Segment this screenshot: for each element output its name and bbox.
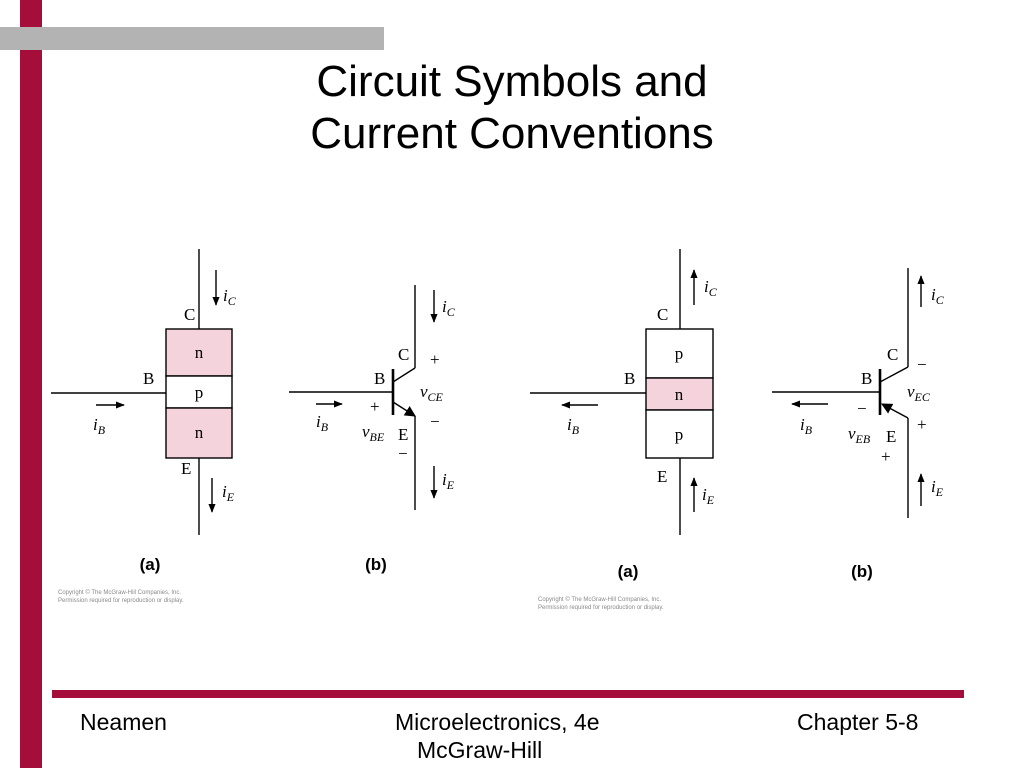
pnp-symbol-ic-label: iC bbox=[931, 285, 945, 307]
npn-symbol-plus-ce: + bbox=[430, 350, 440, 369]
pnp-symbol-plus-eb: + bbox=[881, 447, 891, 466]
npn-layer-middle bbox=[165, 375, 233, 409]
npn-symbol bbox=[289, 285, 438, 510]
transistor-diagrams: C B E n p n iC iB iE (a) C B E + − + − i… bbox=[51, 249, 945, 581]
pnp-copyright-line-2: Permission required for reproduction or … bbox=[538, 605, 664, 611]
npn-ie-label: iE bbox=[222, 482, 235, 504]
footer-publisher: McGraw-Hill bbox=[417, 737, 543, 763]
pnp-ib-label: iB bbox=[567, 415, 580, 437]
npn-symbol-ib-label: iB bbox=[316, 412, 329, 434]
npn-symbol-ie-label: iE bbox=[442, 470, 455, 492]
title-line-2: Current Conventions bbox=[310, 109, 714, 158]
pnp-layer-bottom-label: p bbox=[675, 425, 684, 444]
pnp-caption-a: (a) bbox=[618, 562, 639, 581]
npn-layer-middle-label: p bbox=[195, 383, 204, 402]
npn-symbol-minus-be: − bbox=[398, 444, 408, 463]
pnp-symbol-veb-label: vEB bbox=[848, 424, 871, 446]
npn-layer-bottom-label: n bbox=[195, 423, 204, 442]
npn-symbol-minus-ce: − bbox=[430, 412, 440, 431]
pnp-symbol-collector-diag bbox=[879, 366, 909, 383]
pnp-symbol-ie-label: iE bbox=[931, 477, 944, 499]
pnp-symbol-plus-ec: + bbox=[917, 415, 927, 434]
footer-chapter: Chapter 5-8 bbox=[797, 709, 919, 735]
pnp-caption-b: (b) bbox=[851, 562, 873, 581]
footer-book-title: Microelectronics, 4e bbox=[395, 709, 600, 735]
npn-symbol-label-c: C bbox=[398, 345, 409, 364]
npn-symbol-label-e: E bbox=[398, 425, 408, 444]
footer-divider bbox=[52, 690, 964, 698]
npn-caption-b: (b) bbox=[365, 555, 387, 574]
npn-label-e: E bbox=[181, 459, 191, 478]
npn-symbol-vce-label: vCE bbox=[420, 382, 444, 404]
pnp-copyright: Copyright © The McGraw-Hill Companies, I… bbox=[538, 596, 664, 612]
pnp-ie-label: iE bbox=[702, 485, 715, 507]
pnp-label-b: B bbox=[624, 369, 635, 388]
pnp-structure bbox=[530, 249, 714, 535]
pnp-copyright-line-1: Copyright © The McGraw-Hill Companies, I… bbox=[538, 597, 662, 603]
left-accent-bar bbox=[20, 0, 42, 768]
pnp-symbol-label-e: E bbox=[886, 427, 896, 446]
npn-layer-top-label: n bbox=[195, 343, 204, 362]
npn-symbol-collector-diag bbox=[392, 367, 416, 383]
pnp-symbol-vec-label: vEC bbox=[907, 382, 931, 404]
pnp-layer-top bbox=[645, 328, 714, 379]
npn-structure bbox=[51, 249, 233, 535]
pnp-symbol-label-c: C bbox=[887, 345, 898, 364]
slide-title: Circuit Symbols and Current Conventions bbox=[200, 56, 824, 160]
top-gray-bar bbox=[0, 27, 384, 50]
pnp-layer-top-label: p bbox=[675, 344, 684, 363]
pnp-label-e: E bbox=[657, 467, 667, 486]
npn-symbol-emitter-arrow bbox=[392, 401, 416, 417]
npn-ic-label: iC bbox=[223, 286, 237, 308]
pnp-symbol-minus-ec: − bbox=[917, 355, 927, 374]
npn-label-b: B bbox=[143, 369, 154, 388]
pnp-layer-bottom bbox=[645, 409, 714, 459]
npn-copyright-line-1: Copyright © The McGraw-Hill Companies, I… bbox=[58, 590, 182, 596]
title-line-1: Circuit Symbols and bbox=[316, 57, 708, 106]
npn-symbol-ic-label: iC bbox=[442, 297, 456, 319]
npn-copyright-line-2: Permission required for reproduction or … bbox=[58, 598, 184, 604]
pnp-symbol-emitter-arrow bbox=[881, 403, 909, 419]
npn-symbol-label-b: B bbox=[374, 369, 385, 388]
footer-author: Neamen bbox=[80, 709, 167, 735]
pnp-symbol-ib-label: iB bbox=[800, 415, 813, 437]
npn-ib-label: iB bbox=[93, 415, 106, 437]
pnp-label-c: C bbox=[657, 305, 668, 324]
pnp-symbol-minus-eb: − bbox=[857, 399, 867, 418]
npn-caption-a: (a) bbox=[140, 555, 161, 574]
npn-symbol-vbe-label: vBE bbox=[362, 422, 385, 444]
npn-label-c: C bbox=[184, 305, 195, 324]
npn-copyright: Copyright © The McGraw-Hill Companies, I… bbox=[58, 589, 184, 605]
pnp-symbol bbox=[772, 268, 925, 518]
pnp-ic-label: iC bbox=[704, 277, 718, 299]
npn-symbol-plus-be: + bbox=[370, 397, 380, 416]
pnp-layer-middle-label: n bbox=[675, 385, 684, 404]
pnp-symbol-label-b: B bbox=[861, 369, 872, 388]
npn-layer-bottom bbox=[165, 407, 233, 459]
